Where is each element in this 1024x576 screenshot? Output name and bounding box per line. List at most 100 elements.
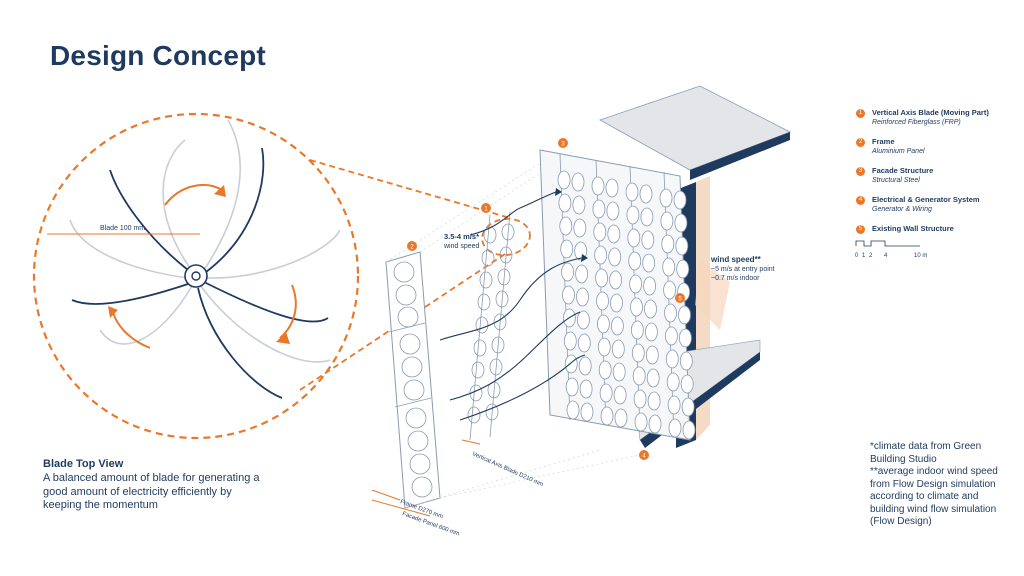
facade-blade-cell — [665, 326, 678, 346]
facade-blade-grid — [557, 170, 696, 440]
facade-blade-cell — [665, 349, 679, 369]
svg-text:1: 1 — [484, 207, 488, 213]
legend-marker: 2 — [856, 138, 865, 147]
blade-dimension-label: Blade 100 mm — [100, 225, 145, 232]
facade-blade-cell — [566, 400, 580, 420]
facade-blade-cell — [634, 412, 648, 432]
facade-blade-cell — [629, 274, 642, 294]
svg-text:1: 1 — [862, 253, 866, 259]
facade-blade-cell — [565, 377, 579, 397]
blade-top-view-description: A balanced amount of blade for generatin… — [43, 472, 260, 511]
footnote-wind-speed: **average indoor wind speed from Flow De… — [870, 466, 998, 527]
inlet-wind-speed: 3.5-4 m/s* — [444, 232, 479, 241]
facade-blade-cell — [645, 345, 659, 365]
facade-blade-cell — [633, 389, 647, 409]
wind-zone — [695, 260, 730, 330]
facade-blade-cell — [659, 188, 673, 208]
wind-speed-title: wind speed** — [710, 255, 762, 264]
facade-blade-cell — [611, 339, 625, 359]
svg-text:2: 2 — [869, 253, 873, 259]
facade-blade-cell — [597, 337, 611, 357]
facade-blade-cell — [626, 205, 640, 225]
legend-subtitle: Reinforced Fiberglass (FRP) — [872, 119, 961, 126]
facade-blade-cell — [580, 402, 594, 422]
facade-blade-cell — [607, 224, 621, 244]
facade-blade-cell — [610, 293, 623, 313]
legend-title: Frame — [872, 137, 895, 146]
facade-blade-cell — [605, 178, 619, 198]
facade-blade-cell — [676, 259, 690, 279]
wind-speed-entry: ~5 m/s at entry point — [711, 266, 775, 273]
facade-blade-cell — [560, 239, 574, 259]
facade-blade-cell — [631, 343, 645, 363]
facade-blade-cell — [577, 310, 590, 330]
wind-flow-lines — [439, 191, 586, 421]
facade-blade-cell — [642, 253, 656, 273]
facade-blade-cell — [646, 368, 660, 388]
page-title: Design Concept — [50, 40, 266, 71]
facade-blade-cell — [630, 297, 643, 317]
facade-blade-cell — [562, 285, 575, 305]
facade-blade-cell — [592, 199, 606, 219]
facade-blade-cell — [572, 195, 586, 215]
svg-text:3: 3 — [561, 142, 565, 148]
facade-blade-cell — [666, 372, 680, 392]
svg-text:4: 4 — [884, 253, 888, 259]
facade-blade-cell — [641, 230, 655, 250]
part-markers: 1 2 3 4 5 — [407, 138, 685, 460]
legend-marker: 3 — [856, 167, 865, 176]
facade-blade-cell — [668, 418, 682, 438]
legend-marker: 4 — [856, 196, 865, 205]
svg-text:10 m: 10 m — [914, 253, 927, 259]
legend: 1 Vertical Axis Blade (Moving Part) Rein… — [856, 108, 1021, 244]
facade-blade-cell — [639, 184, 653, 204]
facade-blade-cell — [640, 207, 654, 227]
facade-blade-cell — [599, 383, 613, 403]
facade-structure — [539, 85, 791, 448]
facade-blade-cell — [564, 354, 578, 374]
facade-blade-cell — [645, 322, 658, 342]
facade-blade-cell — [611, 316, 624, 336]
rotation-arrows — [111, 184, 297, 349]
frame-panel — [385, 251, 441, 509]
facade-blade-cell — [597, 314, 610, 334]
legend-item-4: 4 Electrical & Generator System Generato… — [856, 195, 1021, 214]
facade-blade-cell — [667, 395, 681, 415]
wind-speed-indoor: ~0.7 m/s indoor — [711, 275, 760, 282]
facade-blade-cell — [682, 420, 696, 440]
facade-blade-cell — [627, 228, 641, 248]
footnote-climate: *climate data from Green Building Studio — [870, 441, 982, 465]
facade-blade-cell — [644, 299, 657, 319]
svg-text:0: 0 — [855, 253, 859, 259]
legend-item-3: 3 Facade Structure Structural Steel — [856, 166, 1021, 185]
inlet-wind-label: wind speed — [443, 243, 480, 250]
legend-title: Facade Structure — [872, 166, 934, 175]
facade-blade-cell — [596, 291, 609, 311]
facade-blade-cell — [591, 176, 605, 196]
facade-blade-cell — [608, 247, 622, 267]
legend-item-2: 2 Frame Aluminium Panel — [856, 137, 1021, 156]
facade-blade-cell — [643, 276, 656, 296]
facade-blade-cell — [579, 379, 593, 399]
legend-subtitle: Structural Steel — [872, 177, 920, 184]
facade-blade-cell — [628, 251, 642, 271]
facade-blade-cell — [678, 305, 691, 325]
facade-blade-cell — [595, 268, 608, 288]
blade-top-view-caption: Blade Top View A balanced amount of blad… — [43, 458, 263, 513]
facade-blade-cell — [557, 170, 571, 190]
facade-blade-cell — [573, 218, 587, 238]
facade-blade-cell — [558, 193, 572, 213]
rotation-arrowheads — [108, 185, 290, 344]
legend-item-1: 1 Vertical Axis Blade (Moving Part) Rein… — [856, 108, 1021, 127]
facade-blade-cell — [559, 216, 573, 236]
blade-top-view-title: Blade Top View — [43, 458, 124, 470]
facade-blade-cell — [609, 270, 622, 290]
facade-blade-cell — [598, 360, 612, 380]
facade-blade-cell — [594, 245, 608, 265]
legend-title: Existing Wall Structure — [872, 224, 954, 233]
blade-diameter-label: Vertical Axis Blade D210 mm — [471, 451, 544, 488]
hub-inner — [191, 271, 201, 281]
facade-blade-cell — [613, 385, 627, 405]
footnotes: *climate data from Green Building Studio… — [870, 441, 1010, 529]
facade-blade-cell — [679, 328, 692, 348]
